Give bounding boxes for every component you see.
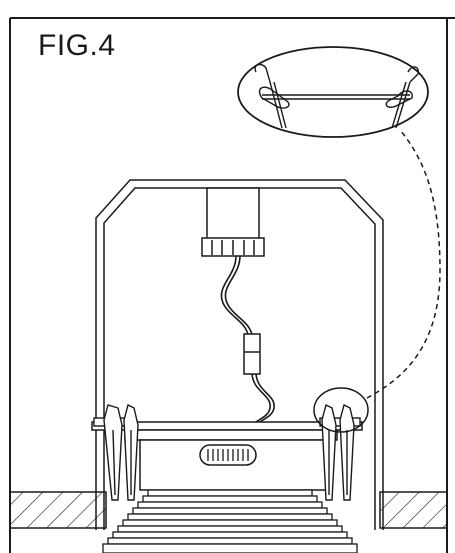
detail-magnified-view <box>237 46 429 138</box>
ceiling-right <box>379 491 448 529</box>
baffle <box>102 489 358 553</box>
callout-leader <box>366 129 441 399</box>
ceiling-left <box>9 491 107 529</box>
left-spring-clip <box>93 403 139 501</box>
callout-circle-small <box>313 387 369 433</box>
wire-connector <box>243 333 261 375</box>
outer-frame <box>9 17 455 553</box>
right-spring-clip <box>319 403 361 501</box>
socket <box>201 187 265 257</box>
figure-label: FIG.4 <box>38 29 116 62</box>
lamp-vent <box>199 444 257 466</box>
